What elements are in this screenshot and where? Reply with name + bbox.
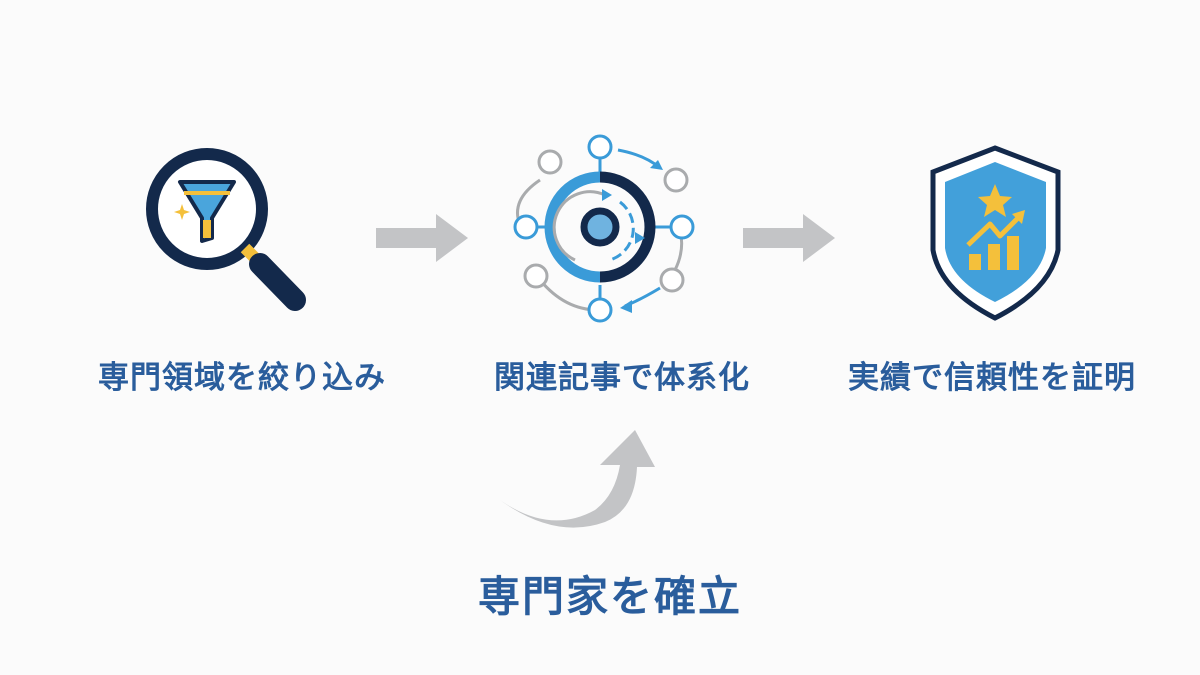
shield-chart-icon bbox=[930, 145, 1061, 321]
step-label-prove-credibility: 実績で信頼性を証明 bbox=[848, 360, 1136, 396]
step-label-systematize-articles: 関連記事で体系化 bbox=[494, 360, 750, 396]
network-cycle-icon bbox=[513, 134, 695, 323]
result-label-establish-expert: 専門家を確立 bbox=[477, 572, 743, 621]
right-arrow-icon bbox=[376, 214, 468, 262]
step-label-narrow-specialty: 専門領域を絞り込み bbox=[98, 360, 386, 396]
curved-up-arrow-icon bbox=[500, 430, 655, 528]
magnifier-funnel-icon bbox=[146, 148, 306, 311]
right-arrow-icon bbox=[743, 214, 835, 262]
